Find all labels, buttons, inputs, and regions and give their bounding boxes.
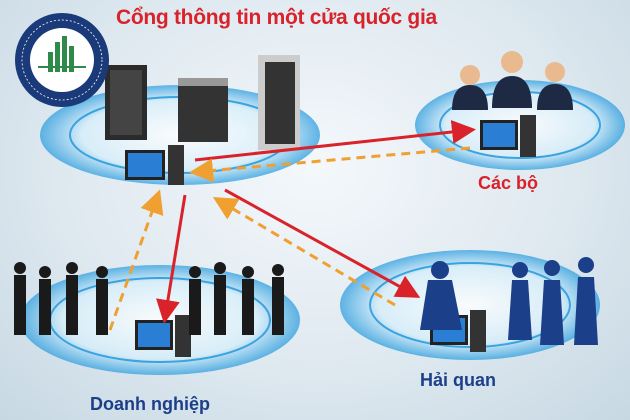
arrow-portal-to-ministries <box>194 120 476 162</box>
arrow-enterprises-to-portal <box>108 189 164 331</box>
arrow-portal-to-enterprises <box>156 194 187 324</box>
arrow-customs-to-portal <box>212 196 396 307</box>
customs-label: Hải quan <box>420 370 497 390</box>
arrow-portal-to-customs <box>224 188 421 298</box>
enterprises-label: Doanh nghiệp <box>90 394 210 414</box>
ministries-label: Các bộ <box>478 173 539 193</box>
officials-icon <box>452 51 573 110</box>
thuviennhadat-logo <box>15 13 109 107</box>
diagram-title: Cổng thông tin một cửa quốc gia <box>116 6 437 29</box>
arrow-ministries-to-portal <box>189 146 471 183</box>
server-icon <box>105 55 300 150</box>
business-people-icon <box>14 262 284 335</box>
customs-officers-icon <box>420 257 598 345</box>
